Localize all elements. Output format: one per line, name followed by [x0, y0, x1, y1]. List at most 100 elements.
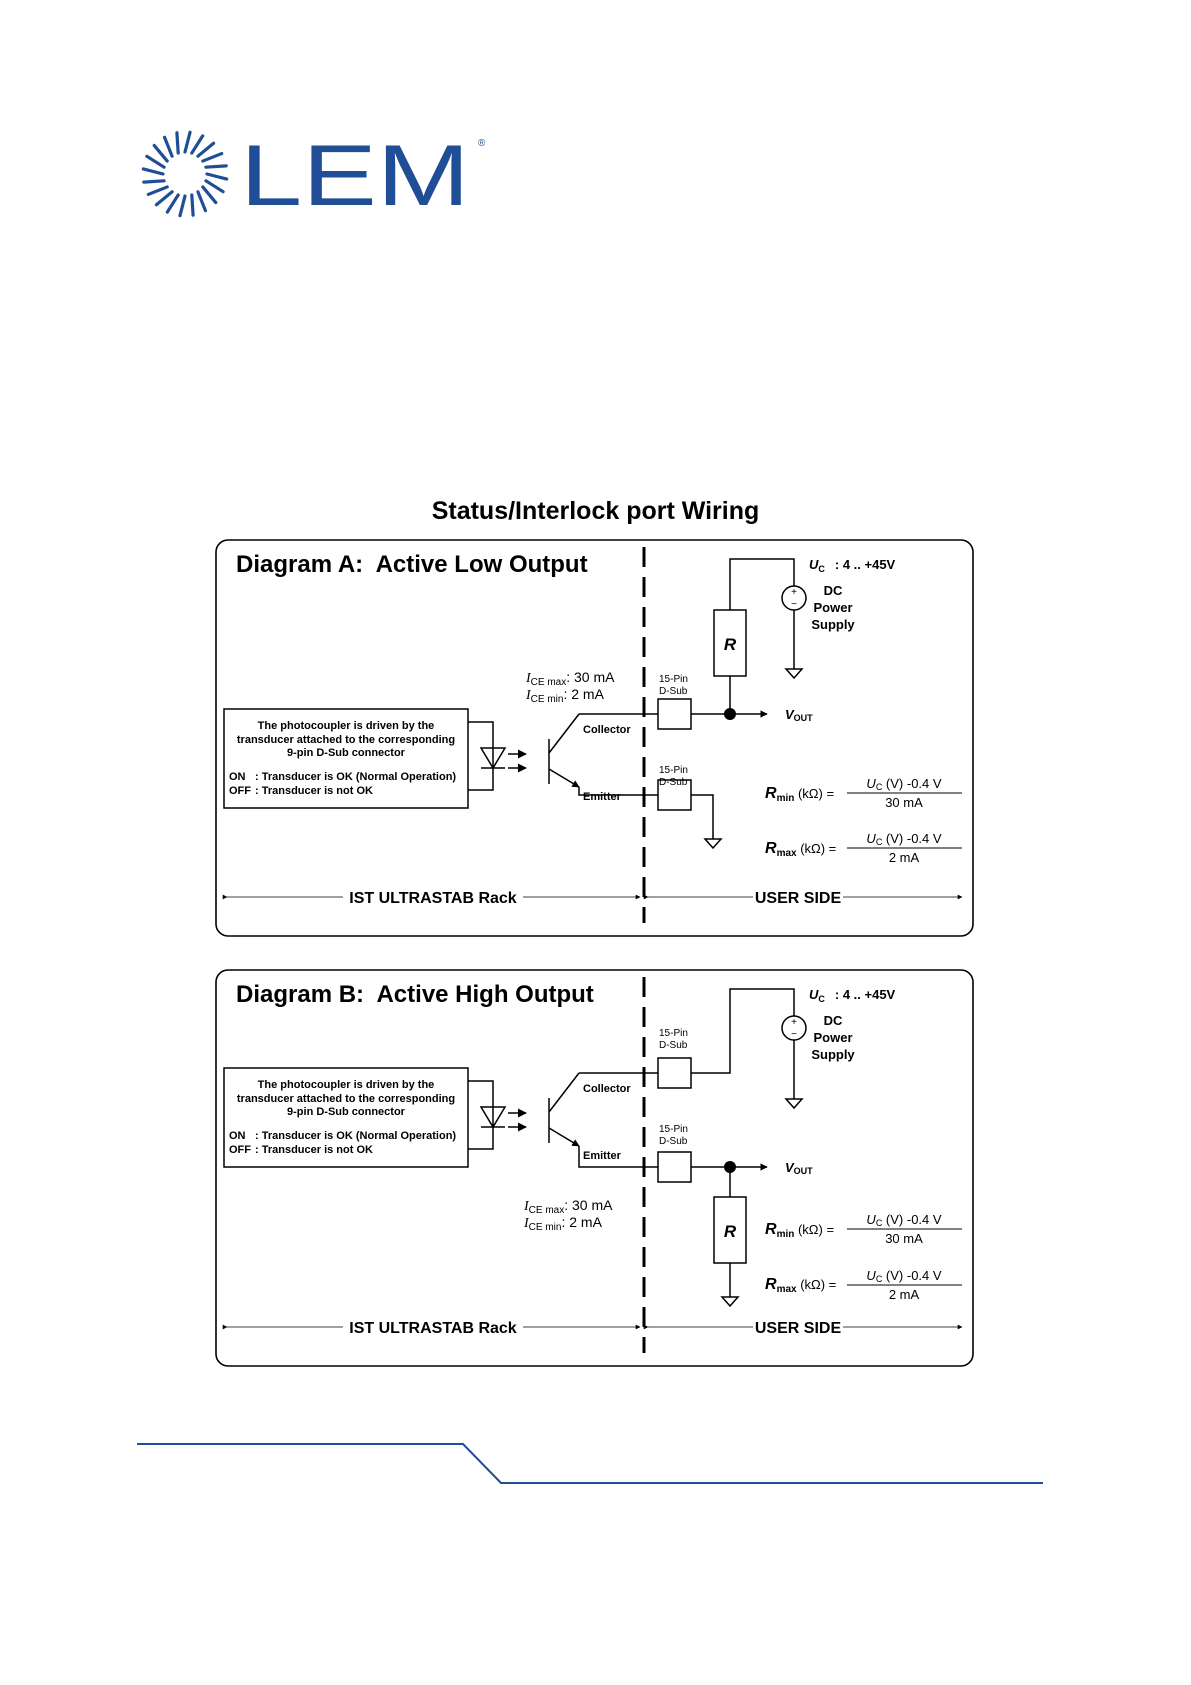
rack-side-label: IST ULTRASTAB Rack: [349, 1320, 517, 1337]
photocoupler-text-1: The photocoupler is driven by the: [258, 1079, 435, 1091]
rmin-numerator: UC (V) -0.4 V: [866, 776, 941, 792]
rmax-numerator: UC (V) -0.4 V: [866, 1268, 941, 1284]
status-on-key: ON: [229, 771, 246, 783]
rmin-denominator: 30 mA: [885, 795, 923, 810]
diagram-a: Diagram A: Active Low Output The photoco…: [215, 539, 974, 937]
diagram-frame: [215, 969, 974, 1367]
collector-label: Collector: [583, 1083, 631, 1095]
ground-icon: [784, 668, 804, 680]
ground-icon: [784, 1098, 804, 1110]
sunburst-ray: [141, 167, 165, 176]
rmin-numerator: UC (V) -0.4 V: [866, 1212, 941, 1228]
sunburst-ray: [165, 193, 180, 214]
photocoupler-text-1: The photocoupler is driven by the: [258, 720, 435, 732]
sunburst-ray: [204, 164, 228, 169]
dsub-connector-top: [657, 698, 692, 730]
rmin-denominator: 30 mA: [885, 1231, 923, 1246]
ground-icon: [703, 838, 723, 850]
status-off-key: OFF: [229, 785, 251, 797]
led-icon: [468, 721, 527, 791]
sunburst-ray: [190, 193, 195, 217]
status-on-value: : Transducer is OK (Normal Operation): [255, 1130, 456, 1142]
uc-label: UC: 4 .. +45V: [809, 987, 896, 1004]
resistor-label: R: [724, 635, 737, 654]
sunburst-ray: [204, 179, 225, 194]
diagram-title: Diagram A: Active Low Output: [236, 551, 588, 578]
supply-line2: Power: [813, 600, 852, 615]
sunburst-ray: [154, 190, 174, 207]
lem-logo: LEM ®: [141, 128, 486, 224]
photocoupler-text-2: transducer attached to the corresponding: [237, 1093, 455, 1105]
photocoupler-text-2: transducer attached to the corresponding: [237, 734, 455, 746]
dsub-top-line1: 15-Pin: [659, 674, 688, 685]
status-on-key: ON: [229, 1130, 246, 1142]
photocoupler-box: [223, 1067, 469, 1168]
sunburst-ray: [162, 135, 174, 158]
photocoupler-text-3: 9-pin D-Sub connector: [287, 747, 406, 759]
dsub-connector-bottom: [657, 1151, 692, 1183]
user-side-label: USER SIDE: [755, 890, 842, 907]
rmin-formula: Rmin (kΩ) =: [765, 785, 834, 804]
supply-line1: DC: [824, 1013, 843, 1028]
logo-registered-mark: ®: [478, 138, 486, 149]
user-side-label: USER SIDE: [755, 1320, 842, 1337]
status-off-value: : Transducer is not OK: [255, 785, 373, 797]
emitter-label: Emitter: [583, 791, 622, 803]
phototransistor-icon: [548, 1072, 644, 1168]
footer-divider: [137, 1443, 1043, 1484]
supply-line3: Supply: [811, 1047, 855, 1062]
diagram-title: Diagram B: Active High Output: [236, 981, 594, 1008]
supply-plus: +: [791, 1017, 797, 1028]
sunburst-ray: [175, 131, 180, 155]
dsub-bottom-line1: 15-Pin: [659, 765, 688, 776]
sunburst-ray: [142, 179, 166, 184]
sunburst-ray: [201, 185, 218, 205]
diagram-b: Diagram B: Active High Output The photoc…: [215, 969, 974, 1367]
sunburst-ray: [205, 172, 229, 181]
sunburst-ray: [145, 154, 166, 169]
sunburst-ray: [152, 143, 169, 163]
resistor-label: R: [724, 1222, 737, 1241]
sunburst-ray: [196, 141, 216, 158]
ground-icon: [720, 1296, 740, 1308]
rmax-formula: Rmax (kΩ) =: [765, 1276, 836, 1295]
resistor-r: [713, 609, 747, 677]
rmax-numerator: UC (V) -0.4 V: [866, 831, 941, 847]
sunburst-icon: [141, 130, 229, 218]
dsub-top-line2: D-Sub: [659, 1040, 688, 1051]
supply-line2: Power: [813, 1030, 852, 1045]
ice-max: ICE max: 30 mA: [523, 1197, 613, 1216]
led-icon: [468, 1080, 527, 1150]
dsub-bottom-line2: D-Sub: [659, 1136, 688, 1147]
dsub-bottom-line1: 15-Pin: [659, 1124, 688, 1135]
sunburst-ray: [178, 194, 187, 218]
rack-side-label: IST ULTRASTAB Rack: [349, 890, 517, 907]
sunburst-ray: [183, 130, 192, 154]
rmin-formula: Rmin (kΩ) =: [765, 1221, 834, 1240]
status-on-value: : Transducer is OK (Normal Operation): [255, 771, 456, 783]
dsub-connector-top: [657, 1057, 692, 1089]
sunburst-ray: [201, 151, 224, 163]
emitter-label: Emitter: [583, 1150, 622, 1162]
supply-line3: Supply: [811, 617, 855, 632]
logo-text: LEM: [240, 128, 470, 224]
rmax-formula: Rmax (kΩ) =: [765, 840, 836, 859]
dsub-bottom-line2: D-Sub: [659, 777, 688, 788]
vout-label: VOUT: [785, 1160, 813, 1176]
resistor-r: [713, 1196, 747, 1264]
ice-min: ICE min: 2 mA: [525, 686, 605, 705]
sunburst-ray: [196, 190, 208, 213]
page-title: Status/Interlock port Wiring: [431, 497, 760, 525]
dsub-top-line2: D-Sub: [659, 686, 688, 697]
sunburst-ray: [190, 134, 205, 155]
supply-minus: −: [791, 599, 797, 610]
rmax-denominator: 2 mA: [889, 850, 920, 865]
supply-line1: DC: [824, 583, 843, 598]
dsub-connector-bottom: [657, 779, 692, 811]
status-off-key: OFF: [229, 1144, 251, 1156]
photocoupler-box: [223, 708, 469, 809]
collector-label: Collector: [583, 724, 631, 736]
ice-max: ICE max: 30 mA: [525, 669, 615, 688]
sunburst-ray: [146, 185, 169, 197]
supply-minus: −: [791, 1029, 797, 1040]
